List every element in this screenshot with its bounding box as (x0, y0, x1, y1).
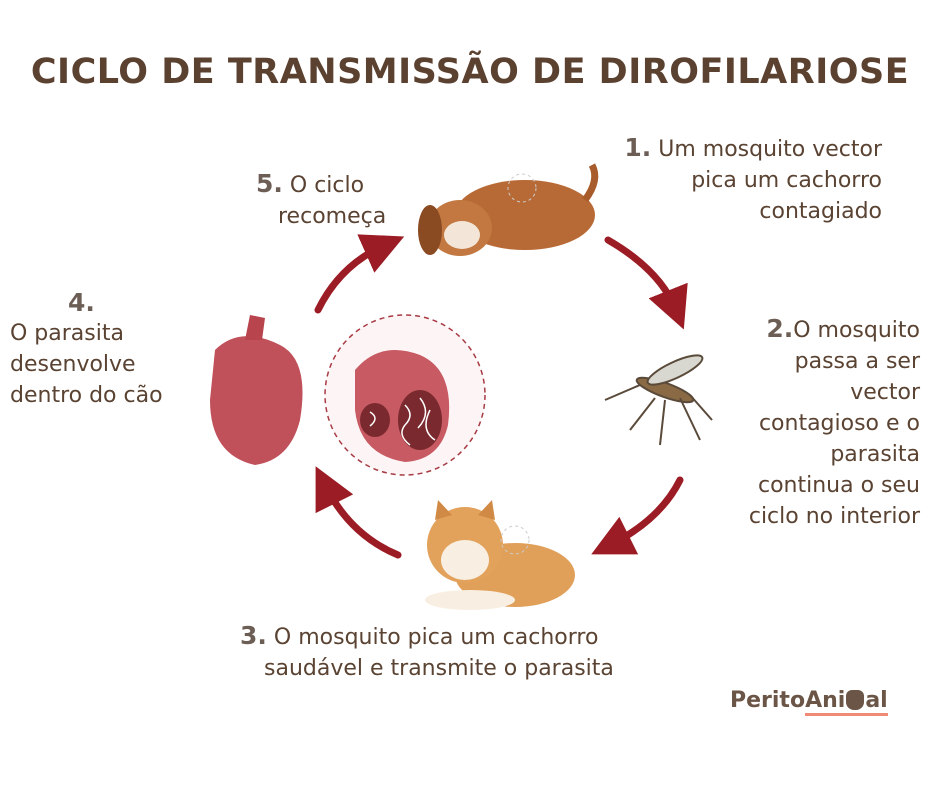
cat-icon (846, 690, 865, 710)
step-text: passa a ser (794, 349, 920, 374)
infected-dog-image (418, 163, 599, 256)
step-text: contagiado (759, 199, 882, 224)
logo-text: Perito (730, 688, 806, 713)
arrow-1-to-2 (604, 236, 688, 330)
step-text: pica um cachorro (691, 168, 882, 193)
step-3: 3. O mosquito pica um cachorro saudável … (240, 620, 700, 684)
step-number: 5. (256, 169, 283, 198)
step-text: dentro do cão (10, 383, 163, 408)
step-number: 4. (68, 288, 95, 317)
heart-cross-section-image (324, 314, 486, 476)
step-text: continua o seu (758, 473, 920, 498)
step-text: O parasita (10, 321, 124, 346)
step-5: 5. O ciclo recomeça (256, 168, 416, 232)
step-number: 2. (766, 314, 794, 343)
logo-text: Ani (805, 688, 846, 713)
arrow-3-to-4 (315, 466, 402, 559)
step-text: Um mosquito vector (658, 137, 882, 162)
step-2: 2.O mosquito passa a ser vector contagio… (700, 313, 920, 532)
step-text: O mosquito (793, 318, 920, 343)
logo-text: al (865, 688, 888, 713)
step-number: 3. (240, 621, 267, 650)
step-text: vector (850, 380, 920, 405)
step-text: contagioso e o (758, 411, 920, 436)
step-text: O ciclo (289, 173, 365, 198)
step-number: 1. (624, 133, 652, 162)
heart-image (210, 315, 303, 465)
arrow-2-to-3 (591, 476, 684, 555)
step-1: 1. Um mosquito vector pica um cachorro c… (560, 132, 882, 227)
step-4: 4. O parasita desenvolve dentro do cão (10, 287, 210, 411)
step-text: recomeça (278, 204, 387, 229)
step-text: desenvolve (10, 352, 136, 377)
page-title: CICLO DE TRANSMISSÃO DE DIROFILARIOSE (30, 52, 910, 92)
step-text: ciclo no interior (748, 504, 920, 529)
step-text: saudável e transmite o parasita (264, 656, 614, 681)
step-text: parasita (830, 442, 920, 467)
arrow-4-to-5 (314, 234, 405, 314)
mosquito-image (604, 354, 713, 446)
healthy-dog-image (425, 500, 575, 610)
step-text: O mosquito pica um cachorro (273, 625, 599, 650)
